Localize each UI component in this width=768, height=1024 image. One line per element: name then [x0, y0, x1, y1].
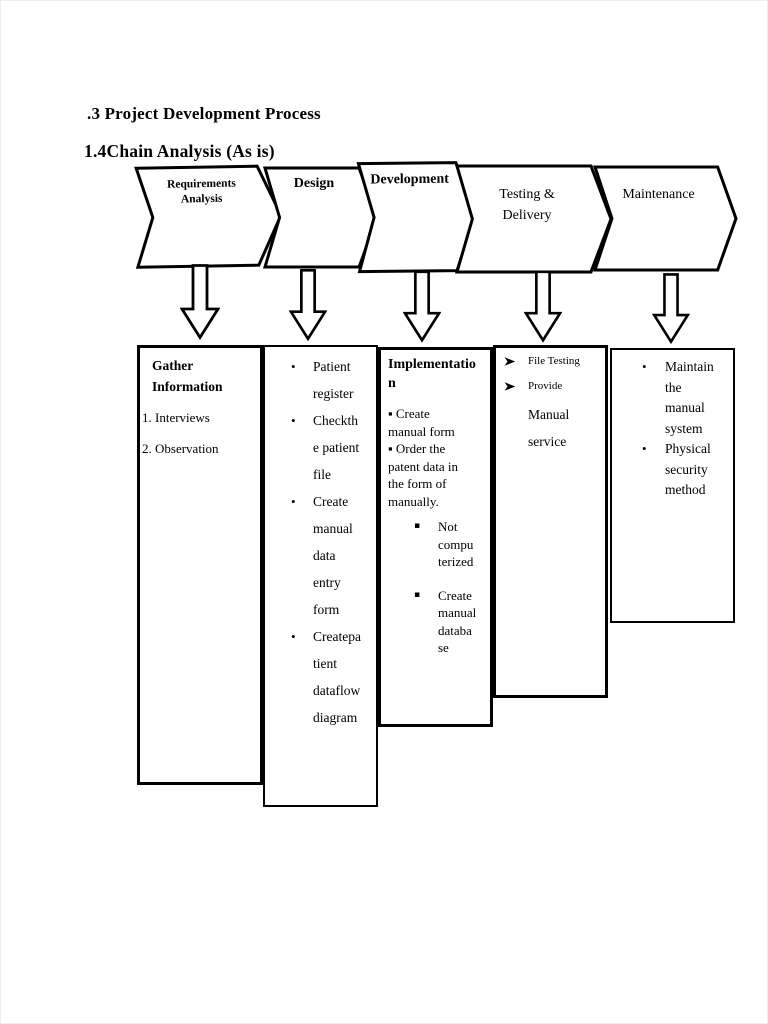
down-arrow-icon — [289, 268, 327, 342]
list-item: 2. Observation — [142, 441, 219, 456]
list-item: • Createpa tient dataflow diagram — [265, 623, 376, 731]
section-heading: .3 Project Development Process — [87, 104, 321, 123]
down-arrow-icon — [524, 270, 562, 343]
list-item-text: Provide — [528, 380, 563, 392]
down-arrow-icon — [652, 273, 690, 344]
bullet-icon: • — [291, 413, 296, 428]
list-item-text: Create manual data entry form — [313, 494, 353, 617]
list-item: • Maintain the manual system — [612, 357, 733, 439]
sub-list-item: ▪ Not compu terized — [381, 518, 490, 571]
bullet-icon: • — [291, 494, 296, 509]
list-item-continuation: Manual service — [528, 407, 570, 449]
list-item: Provide — [496, 379, 605, 394]
list-item-text: Createpa tient dataflow diagram — [313, 629, 361, 725]
square-bullet-icon: ▪ — [414, 521, 421, 531]
sub-list-item: ▪ Create manual databa se — [381, 587, 490, 657]
chevron-label: Maintenance — [622, 187, 695, 202]
list-item-text: Create manual databa se — [438, 587, 477, 656]
chevron-label: Design — [293, 176, 335, 191]
list-item: • Physical security method — [612, 439, 733, 501]
list-item-text: File Testing — [528, 355, 580, 367]
list-item-text: Checkth e patient file — [313, 413, 360, 482]
arrow-bullet-icon — [504, 356, 528, 367]
box-body-text: ▪ Create manual form ▪ Order the patent … — [388, 406, 459, 509]
list-item: • Checkth e patient file — [265, 407, 376, 488]
bullet-icon: • — [291, 629, 296, 644]
list-item-text: Physical security method — [665, 441, 711, 497]
list-item-text: Maintain the manual system — [665, 359, 714, 436]
requirements-detail-box: Gather Information 1. Interviews 2. Obse… — [137, 345, 263, 785]
chevron-testing-delivery: Testing & Delivery — [457, 166, 611, 272]
maintenance-detail-box: • Maintain the manual system • Physical … — [610, 348, 735, 623]
list-item: • Patient register — [265, 353, 376, 407]
chevron-label: Requirements Analysis — [166, 177, 236, 206]
square-bullet-icon: ▪ — [414, 589, 421, 600]
list-item-text: Patient register — [313, 359, 354, 401]
down-arrow-icon — [403, 270, 441, 343]
box-title: Gather Information — [152, 358, 223, 394]
arrow-bullet-icon — [504, 381, 528, 392]
list-item: • Create manual data entry form — [265, 488, 376, 623]
chevron-shape — [457, 166, 611, 272]
chevron-shape — [136, 166, 282, 267]
development-detail-box: Implementatio n ▪ Create manual form ▪ O… — [378, 347, 493, 727]
design-detail-box: • Patient register • Checkth e patient f… — [263, 345, 378, 807]
down-arrow-icon — [180, 264, 220, 340]
bullet-icon: • — [291, 359, 296, 374]
chevron-shape — [595, 167, 736, 270]
list-item: 1. Interviews — [142, 410, 210, 425]
testing-detail-box: File Testing Provide Manual service — [493, 345, 608, 698]
subsection-heading: 1.4Chain Analysis (As is) — [84, 141, 275, 161]
box-title: Implementatio n — [388, 357, 476, 391]
chevron-label: Testing & Delivery — [499, 187, 555, 223]
bullet-icon: • — [642, 359, 647, 374]
chevron-requirements-analysis: Requirements Analysis — [136, 166, 282, 267]
bullet-icon: • — [642, 441, 647, 456]
list-item: File Testing — [496, 354, 605, 369]
list-item-text: Not compu terized — [438, 519, 474, 569]
chevron-maintenance: Maintenance — [595, 167, 736, 270]
